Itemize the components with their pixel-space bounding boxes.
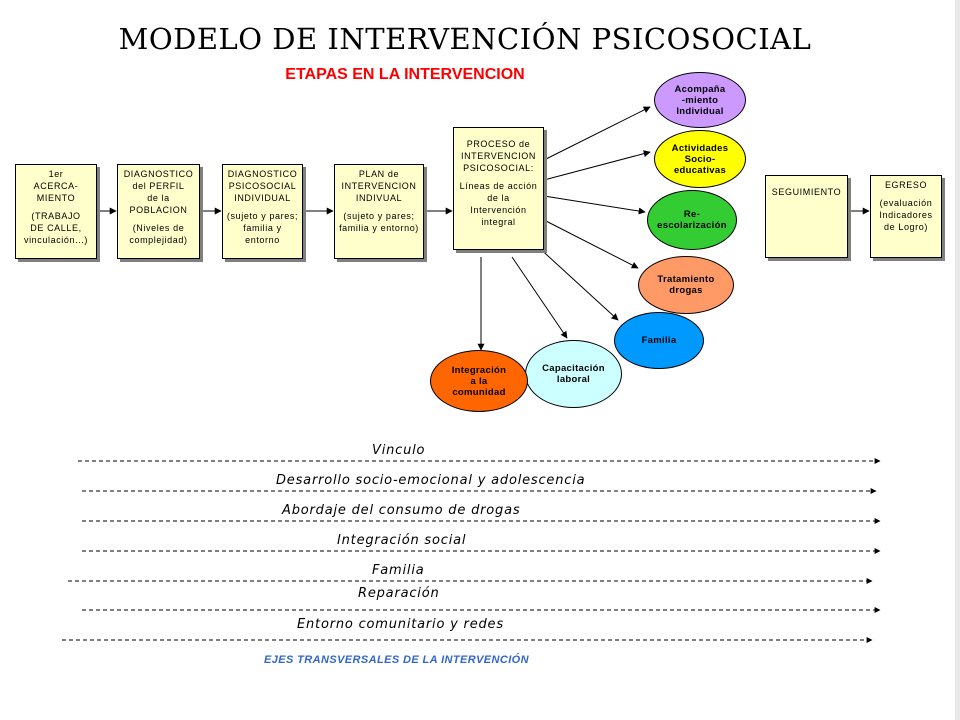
text-line: (TRABAJO — [31, 211, 81, 221]
text-line: Indicadores — [879, 210, 933, 220]
arrow-to-tratamiento — [543, 219, 639, 269]
text-line: de la — [147, 193, 170, 203]
axis-label-integracion: Integración social — [337, 533, 467, 548]
text-line: Familia — [641, 335, 677, 346]
text-line: PLAN de — [358, 169, 400, 179]
text-line: familia y — [243, 223, 282, 233]
text-line: ACERCA- — [33, 181, 79, 191]
text-line: DE CALLE, — [30, 223, 82, 233]
text-line: escolarización — [657, 220, 727, 231]
text-line: PSICOSOCIAL — [228, 181, 297, 191]
axis-label-desarrollo: Desarrollo socio-emocional y adolescenci… — [276, 473, 586, 488]
text-line: Re- — [683, 209, 701, 220]
text-line: Capacitación — [542, 363, 605, 374]
text-line: 1er — [48, 169, 64, 179]
axis-label-vinculo: Vinculo — [372, 443, 426, 458]
text-line: INDIVIDUAL — [234, 193, 291, 203]
arrow-to-reescolarizacion — [543, 195, 646, 215]
text-line: DIAGNOSTICO — [227, 169, 298, 179]
text-line: SEGUIMIENTO — [771, 187, 842, 197]
stages-subtitle: ETAPAS EN LA INTERVENCION — [285, 66, 525, 83]
axis-label-consumo: Abordaje del consumo de drogas — [282, 503, 521, 518]
text-line: INTERVENCION — [341, 181, 417, 191]
text-line: Individual — [676, 105, 724, 117]
stage-box-seguimiento: SEGUIMIENTO — [765, 175, 848, 258]
text-line: drogas — [669, 285, 703, 296]
text-line: Tratamiento — [657, 274, 715, 285]
text-line: (sujeto y pares; — [226, 211, 299, 221]
arrow-to-capacitacion — [511, 256, 568, 339]
arrow-to-actividades — [543, 150, 651, 181]
text-line: de Logro) — [884, 222, 928, 232]
text-line: POBLACION — [129, 205, 188, 215]
stage-box-plan-intervencion: PLAN de INTERVENCION INDIVUAL (sujeto y par… — [334, 164, 424, 259]
text-line: Líneas de acción — [459, 181, 538, 191]
text-line: MIENTO — [36, 193, 76, 203]
stage-box-diagnostico-perfil: DIAGNOSTICO del PERFIL de la POBLACION (Nive… — [117, 164, 200, 259]
text-line: a la — [470, 375, 488, 387]
arrow-to-acompanamiento — [543, 106, 651, 161]
stage-box-diagnostico-individual: DIAGNOSTICO PSICOSOCIAL INDIVIDUAL (sujeto … — [222, 164, 303, 259]
axis-label-entorno: Entorno comunitario y redes — [297, 617, 504, 632]
page-edge — [955, 0, 960, 720]
text-line: EGRESO — [884, 180, 928, 190]
process-box: PROCESO de INTERVENCION PSICOSOCIAL: Líneas… — [453, 127, 544, 250]
text-line: laboral — [556, 374, 591, 385]
text-line: Socio- — [684, 153, 716, 165]
page-title: MODELO DE INTERVENCIÓN PSICOSOCIAL — [118, 22, 812, 56]
text-line: INTERVENCION — [460, 151, 537, 161]
text-line: INDIVUAL — [355, 193, 403, 203]
text-line: DIAGNOSTICO — [123, 169, 194, 179]
text-line: de la — [487, 193, 510, 203]
text-line: (Niveles de — [132, 223, 185, 233]
text-line: Acompaña — [674, 83, 726, 95]
text-line: complejidad) — [129, 235, 188, 245]
text-line: Integración — [451, 364, 507, 376]
axis-label-reparacion: Reparación — [358, 586, 440, 601]
text-line: entorno — [245, 235, 280, 245]
text-line: educativas — [673, 164, 727, 176]
text-line: Actividades — [671, 142, 729, 154]
text-line: Intervención — [470, 205, 527, 215]
text-line: integral — [481, 217, 516, 227]
text-line: (sujeto y pares; — [343, 211, 415, 221]
text-line: familia y entorno) — [339, 223, 419, 233]
text-line: -miento — [681, 94, 719, 106]
text-line: comunidad — [452, 386, 506, 398]
axis-label-familia: Familia — [372, 563, 425, 578]
text-line: PSICOSOCIAL: — [463, 163, 534, 173]
footer-transversal-axes: EJES TRANSVERSALES DE LA INTERVENCIÓN — [264, 654, 529, 666]
text-line: del PERFIL — [132, 181, 185, 191]
oval-reescolarizacion: Re-escolarización — [647, 190, 737, 250]
text-line: (evaluación — [879, 198, 933, 208]
arrow-to-familia — [535, 244, 619, 321]
text-line: PROCESO de — [466, 139, 531, 149]
text-line: vinculación...) — [23, 235, 89, 245]
oval-familia: Familia — [614, 312, 704, 369]
